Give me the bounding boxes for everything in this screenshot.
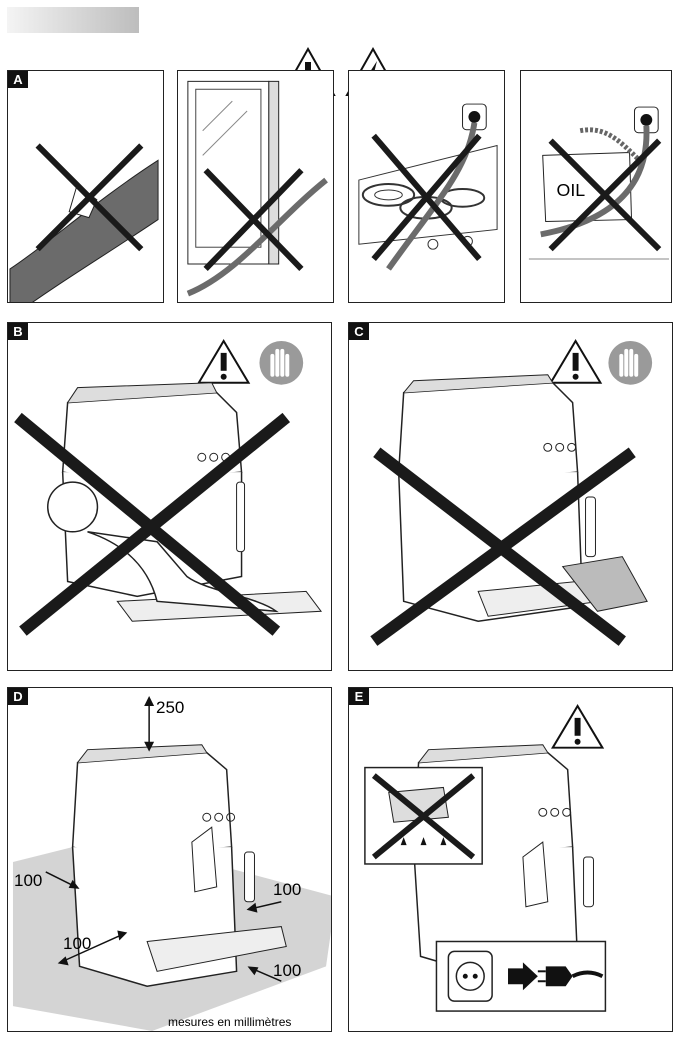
panel-d-clearance-distances: D 250 100 100 100 100 mesures en millimè…	[7, 687, 332, 1032]
panel-e-unplug-no-water: E	[348, 687, 673, 1032]
panel-label-e: E	[349, 688, 369, 705]
panel-a-sub3-cord-on-stove	[348, 70, 505, 303]
dim-top-clearance: 250	[156, 698, 185, 717]
panel-label-b: B	[8, 323, 28, 340]
panel-a-sub4-cord-near-oil: OIL	[520, 70, 672, 303]
dim-right-clearance: 100	[273, 880, 302, 899]
dim-left-front-clearance: 100	[63, 934, 92, 953]
measurement-note: mesures en millimètres	[168, 1015, 292, 1029]
panel-b-child-safety: B	[7, 322, 332, 671]
dim-front-clearance: 100	[273, 961, 302, 980]
panel-label-a: A	[8, 71, 28, 88]
panel-label-d: D	[8, 688, 28, 705]
panel-c-no-wet-cloth: C	[348, 322, 673, 671]
dim-left-back-clearance: 100	[14, 871, 43, 890]
panel-a-sub2-cord-in-door	[177, 70, 334, 303]
plug-icon	[545, 966, 573, 987]
panel-a-sub1-cord-damaged: A	[7, 70, 164, 303]
header-gradient-bar	[7, 7, 139, 33]
oil-label: OIL	[557, 180, 586, 200]
panel-label-c: C	[349, 323, 369, 340]
